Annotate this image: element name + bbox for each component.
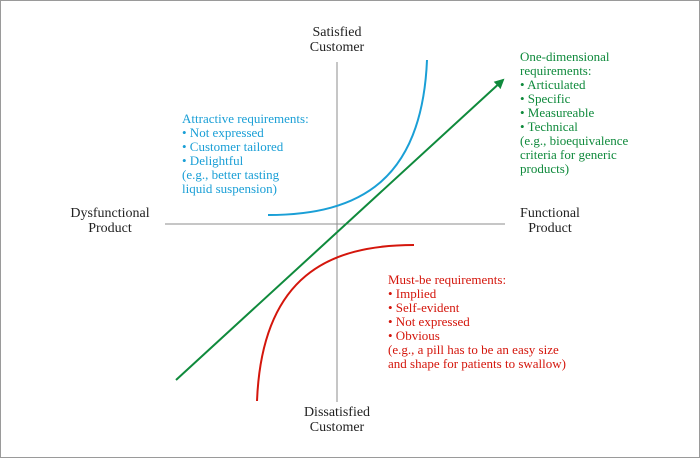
one-dimensional-arrow [175,78,505,381]
must-be-line: • Self-evident [388,300,460,315]
attractive-line: Attractive requirements: [182,111,309,126]
attractive-line: liquid suspension) [182,181,277,196]
one-dimensional-line: One-dimensional [520,49,610,64]
satisfied-customer-label: Satisfied Customer [287,25,387,55]
attractive-curve [267,59,428,216]
attractive-line: (e.g., better tasting [182,167,280,182]
must-be-line: and shape for patients to swallow) [388,356,566,371]
must-be-line: • Implied [388,286,437,301]
dissatisfied-line-1: Dissatisfied [303,405,371,420]
one-dimensional-line: • Specific [520,91,571,106]
one-dimensional-line: (e.g., bioequivalence [520,133,629,148]
dissatisfied-customer-label: Dissatisfied Customer [277,405,397,435]
satisfied-line-1: Satisfied [312,25,362,40]
one-dimensional-line: products) [520,161,570,176]
one-dimensional-line: criteria for generic [520,147,617,162]
must-be-curve [256,244,415,402]
must-be-line: Must-be requirements: [388,272,507,287]
functional-product-label: Functional Product [500,206,600,236]
one-dimensional-line: requirements: [520,63,592,78]
attractive-line: • Not expressed [182,125,264,140]
dysfunctional-line-1: Dysfunctional [70,206,150,221]
dissatisfied-line-2: Customer [309,420,365,435]
one-dimensional-requirements-text: One-dimensional requirements: • Articula… [520,50,628,176]
attractive-line: • Customer tailored [182,139,284,154]
must-be-line: • Not expressed [388,314,470,329]
satisfied-line-2: Customer [309,40,365,55]
functional-line-2: Product [528,221,572,236]
one-dimensional-line: • Technical [520,119,578,134]
attractive-line: • Delightful [182,153,244,168]
one-dimensional-line: • Articulated [520,77,586,92]
one-dimensional-line: • Measureable [520,105,595,120]
must-be-requirements-text: Must-be requirements: • Implied • Self-e… [388,273,566,371]
functional-line-1: Functional [520,206,580,221]
must-be-line: (e.g., a pill has to be an easy size [388,342,559,357]
attractive-requirements-text: Attractive requirements: • Not expressed… [182,112,309,196]
must-be-line: • Obvious [388,328,440,343]
dysfunctional-product-label: Dysfunctional Product [55,206,165,236]
dysfunctional-line-2: Product [88,221,132,236]
